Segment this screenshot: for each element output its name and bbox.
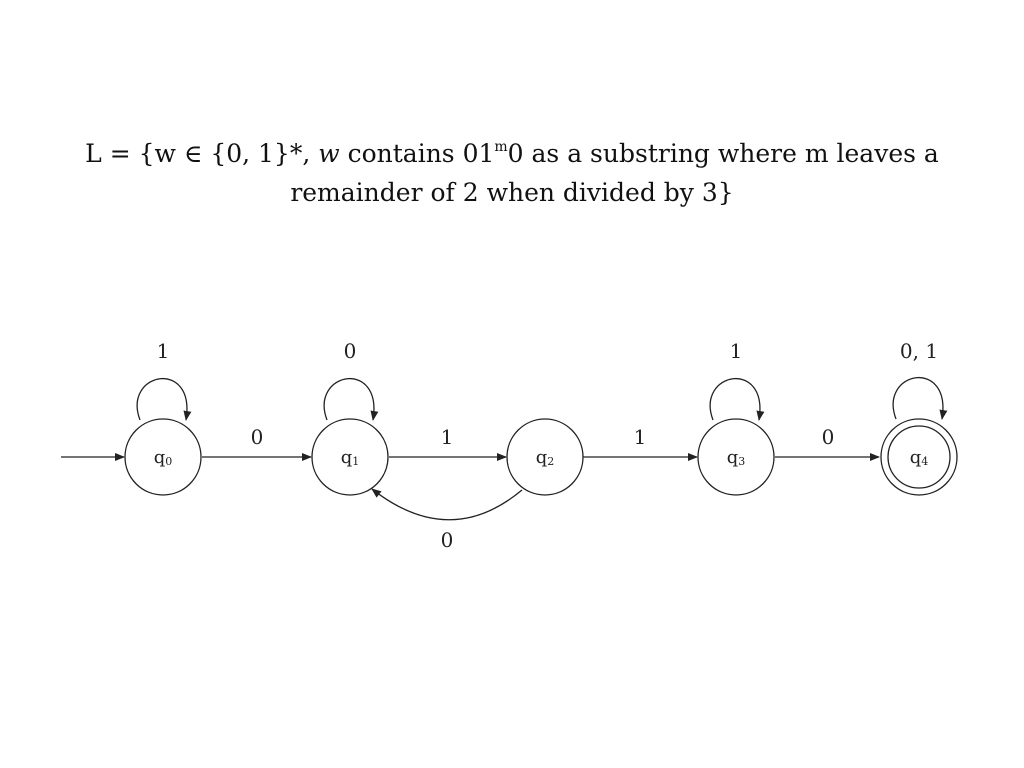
edge-q2-q1	[371, 488, 523, 521]
loop-label-q3: 1	[730, 339, 743, 363]
state-q3: q3	[697, 418, 775, 496]
loop-label-q4: 0, 1	[900, 339, 938, 363]
state-q2: q2	[506, 418, 584, 496]
svg-text:q1: q1	[341, 447, 360, 468]
edge-label-q3-q4: 0	[822, 425, 835, 449]
state-q4-accepting: q4	[880, 418, 958, 496]
svg-text:q4: q4	[910, 447, 929, 468]
svg-text:q3: q3	[727, 447, 746, 468]
language-definition-line-2: remainder of 2 when divided by 3}	[290, 178, 734, 207]
loop-label-q0: 1	[157, 339, 170, 363]
language-definition: L = {w ∈ {0, 1}*, w contains 01m0 as a s…	[0, 134, 1024, 212]
loop-label-q1: 0	[344, 339, 357, 363]
loop-q3	[709, 378, 765, 421]
edge-label-q1-q2: 1	[441, 425, 454, 449]
language-definition-line-1: L = {w ∈ {0, 1}*, w contains 01m0 as a s…	[85, 139, 939, 168]
svg-text:q2: q2	[536, 447, 555, 468]
svg-text:q0: q0	[154, 447, 173, 468]
edge-label-q2-q3: 1	[634, 425, 647, 449]
edge-label-q2-q1: 0	[441, 528, 454, 552]
state-q0: q0	[124, 418, 202, 496]
loop-q1	[323, 378, 379, 421]
loop-q0	[136, 378, 192, 421]
state-q1: q1	[311, 418, 389, 496]
accepting-ring	[887, 425, 951, 489]
edge-label-q0-q1: 0	[251, 425, 264, 449]
loop-q4	[892, 377, 948, 420]
